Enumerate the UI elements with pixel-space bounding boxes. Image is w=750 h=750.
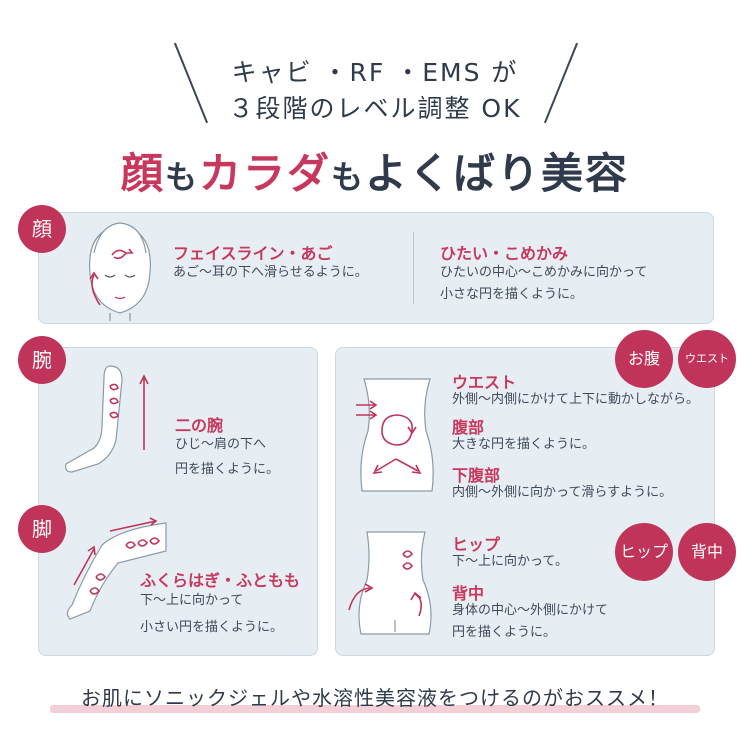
- leg-badge: 脚: [18, 505, 66, 553]
- lower-abdomen-text: 内側〜外側に向かって滑らすように。: [452, 485, 673, 500]
- lower-abdomen-title: 下腹部: [452, 466, 501, 485]
- face-right-title: ひたい・こめかみ: [440, 244, 569, 263]
- main-title: 顔もカラダもよくばり美容: [0, 140, 750, 201]
- leg-title: ふくらはぎ・ふともも: [140, 571, 301, 590]
- back-text-1: 身体の中心〜外側にかけて: [452, 603, 609, 618]
- title-part-body: カラダ: [198, 149, 331, 198]
- belly-badge: お腹: [615, 330, 673, 388]
- leg-text-2: 小さい円を描くように。: [140, 620, 284, 635]
- back-title: 背中: [452, 584, 485, 603]
- arm-text-1: ひじ〜肩の下へ: [175, 437, 267, 452]
- hip-title: ヒップ: [452, 535, 501, 554]
- face-right-text-1: ひたいの中心〜こめかみに向かって: [440, 265, 648, 280]
- leg-text-1: 下〜上に向かって: [140, 593, 244, 608]
- hip-text: 下〜上に向かって。: [452, 554, 568, 569]
- arm-text-2: 円を描くように。: [175, 462, 280, 477]
- face-illustration: [88, 222, 152, 321]
- face-right-text-2: 小さな円を描くように。: [440, 287, 584, 302]
- title-part-mo1: も: [164, 158, 199, 196]
- face-divider: [413, 232, 414, 304]
- arm-illustration: [65, 365, 149, 473]
- footer-tip: お肌にソニックジェルや水溶性美容液をつけるのがおススメ！: [81, 686, 669, 710]
- title-part-beauty: よくばり美容: [365, 149, 630, 198]
- torso-front-illustration: [356, 378, 434, 492]
- torso-back-illustration: [348, 531, 432, 635]
- footer-highlight: [50, 705, 700, 713]
- arm-title: 二の腕: [175, 416, 224, 435]
- title-part-mo2: も: [331, 158, 366, 196]
- back-badge: 背中: [678, 523, 736, 581]
- waist-text: 外側〜内側にかけて上下に動かしながら。: [452, 392, 700, 407]
- abdomen-text: 大きな円を描くように。: [452, 437, 596, 452]
- leg-illustration: [66, 517, 167, 620]
- arm-badge: 腕: [18, 336, 66, 384]
- subtitle-line2: ３段階のレベル調整 OK: [228, 94, 522, 123]
- waist-badge: ウエスト: [678, 330, 736, 388]
- title-part-face: 顔: [120, 149, 165, 198]
- waist-title: ウエスト: [452, 373, 517, 392]
- abdomen-title: 腹部: [452, 418, 485, 437]
- subtitle-line1: キャビ ・RF ・EMS が: [231, 58, 519, 87]
- face-left-text: あご〜耳の下へ滑らせるように。: [173, 265, 368, 280]
- hip-badge: ヒップ: [615, 523, 673, 581]
- face-badge: 顔: [18, 205, 66, 253]
- face-left-title: フェイスライン・あご: [173, 244, 333, 263]
- back-text-2: 円を描くように。: [452, 625, 557, 640]
